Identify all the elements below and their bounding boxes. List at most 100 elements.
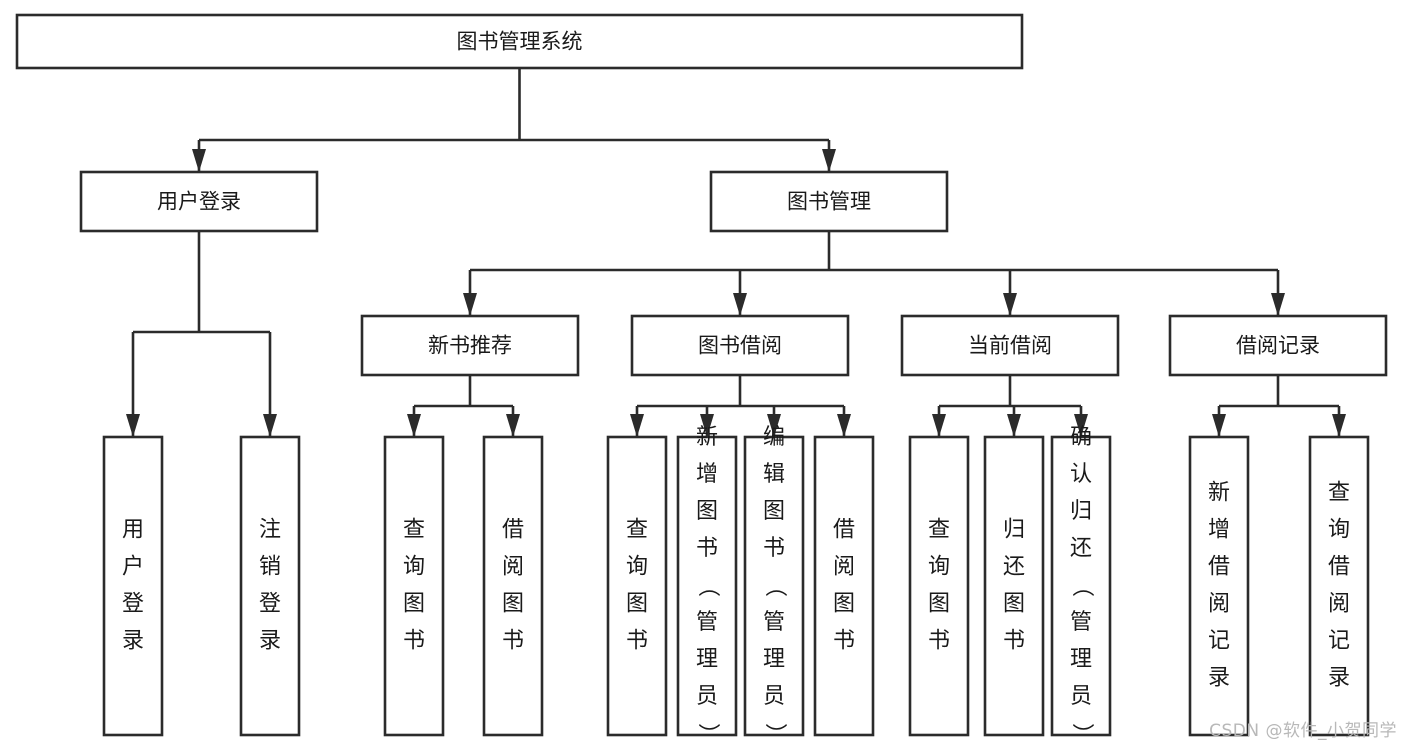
leaf-label-char: 录 (259, 629, 281, 654)
leaf-label-char: 理 (696, 647, 718, 672)
connectors-layer (126, 68, 1346, 437)
leaf-label-char: 编 (763, 425, 785, 450)
leaf-label-char: 归 (1003, 518, 1025, 543)
node-root-system[interactable]: 图书管理系统 (15, 13, 1024, 70)
leaf-label-char: 图 (763, 499, 785, 524)
leaf-label-char: 书 (833, 629, 855, 654)
leaf-label-char: 图 (1003, 592, 1025, 617)
node-label: 图书管理系统 (457, 30, 583, 54)
leaf-label-char: 查 (1328, 481, 1350, 506)
node-label: 新书推荐 (428, 334, 512, 358)
leaf-label-char: 登 (122, 592, 144, 617)
leaf-label-char: 录 (1208, 666, 1230, 691)
arrow-head-icon (463, 293, 477, 316)
arrow-head-icon (407, 414, 421, 437)
node-label: 当前借阅 (968, 334, 1052, 358)
leaf-label-char: 查 (928, 518, 950, 543)
leaf-label-char: 阅 (1208, 592, 1230, 617)
arrow-head-icon (1003, 293, 1017, 316)
leaf-label-char: 注 (259, 518, 281, 543)
leaf-label-char: （ (695, 575, 720, 597)
node-label: 用户登录 (157, 190, 241, 214)
leaf-label-char: 阅 (1328, 592, 1350, 617)
leaf-label-char: 书 (696, 536, 718, 561)
arrow-head-icon (506, 414, 520, 437)
leaf-label-char: 询 (626, 555, 648, 580)
leaf-label-char: 书 (403, 629, 425, 654)
leaf-leaf-user-login[interactable]: 用户登录 (102, 435, 164, 737)
arrow-head-icon (1271, 293, 1285, 316)
arrow-head-icon (700, 414, 714, 437)
leaf-label-char: 记 (1208, 629, 1230, 654)
leaf-label-char: 登 (259, 592, 281, 617)
node-new-book-rec[interactable]: 新书推荐 (360, 314, 580, 377)
leaf-label-char: 查 (403, 518, 425, 543)
arrow-head-icon (630, 414, 644, 437)
leaf-label-char: 归 (1070, 499, 1092, 524)
leaf-label-char: 图 (502, 592, 524, 617)
node-label: 借阅记录 (1236, 334, 1320, 358)
arrow-head-icon (263, 414, 277, 437)
leaf-label-char: 新 (696, 425, 718, 450)
leaf-label-char: ） (695, 723, 720, 745)
leaf-label-char: 员 (696, 684, 718, 709)
leaf-label-char: 员 (1070, 684, 1092, 709)
leaf-label-char: 图 (928, 592, 950, 617)
leaf-label-char: 录 (1328, 666, 1350, 691)
node-user-login[interactable]: 用户登录 (79, 170, 319, 233)
arrow-head-icon (192, 149, 206, 172)
arrow-head-icon (1332, 414, 1346, 437)
leaf-label-char: 认 (1070, 462, 1092, 487)
leaf-label-char: 辑 (763, 462, 785, 487)
nodes-layer: 图书管理系统用户登录图书管理新书推荐图书借阅当前借阅借阅记录用户登录注销登录查询… (15, 13, 1388, 745)
node-current-borrow[interactable]: 当前借阅 (900, 314, 1120, 377)
leaf-label-char: 借 (1208, 555, 1230, 580)
leaf-label-char: （ (762, 575, 787, 597)
arrow-head-icon (822, 149, 836, 172)
node-book-borrow[interactable]: 图书借阅 (630, 314, 850, 377)
arrow-head-icon (932, 414, 946, 437)
leaf-label-char: 管 (763, 610, 785, 635)
leaf-label-char: 借 (833, 518, 855, 543)
node-borrow-record[interactable]: 借阅记录 (1168, 314, 1388, 377)
leaf-label-char: 书 (1003, 629, 1025, 654)
leaf-label-char: 图 (833, 592, 855, 617)
leaf-label-char: 记 (1328, 629, 1350, 654)
leaf-label-char: 查 (626, 518, 648, 543)
leaf-label-char: 新 (1208, 481, 1230, 506)
leaf-label-char: 确 (1070, 425, 1092, 450)
leaf-label-char: 询 (1328, 518, 1350, 543)
leaf-label-char: 询 (928, 555, 950, 580)
arrow-head-icon (1007, 414, 1021, 437)
arrow-head-icon (126, 414, 140, 437)
leaf-label-char: 增 (1208, 518, 1230, 543)
leaf-label-char: 图 (626, 592, 648, 617)
leaf-label-char: 管 (1070, 610, 1092, 635)
leaf-label-char: 户 (122, 555, 144, 580)
node-book-management[interactable]: 图书管理 (709, 170, 949, 233)
arrow-head-icon (1212, 414, 1226, 437)
arrow-head-icon (767, 414, 781, 437)
leaf-label-char: 理 (1070, 647, 1092, 672)
leaf-label-char: 增 (696, 462, 718, 487)
leaf-label-char: 录 (122, 629, 144, 654)
arrow-head-icon (1074, 414, 1088, 437)
leaf-label-char: 理 (763, 647, 785, 672)
leaf-label-char: （ (1069, 575, 1094, 597)
leaf-label-char: ） (1069, 723, 1094, 745)
leaf-label-char: 借 (502, 518, 524, 543)
